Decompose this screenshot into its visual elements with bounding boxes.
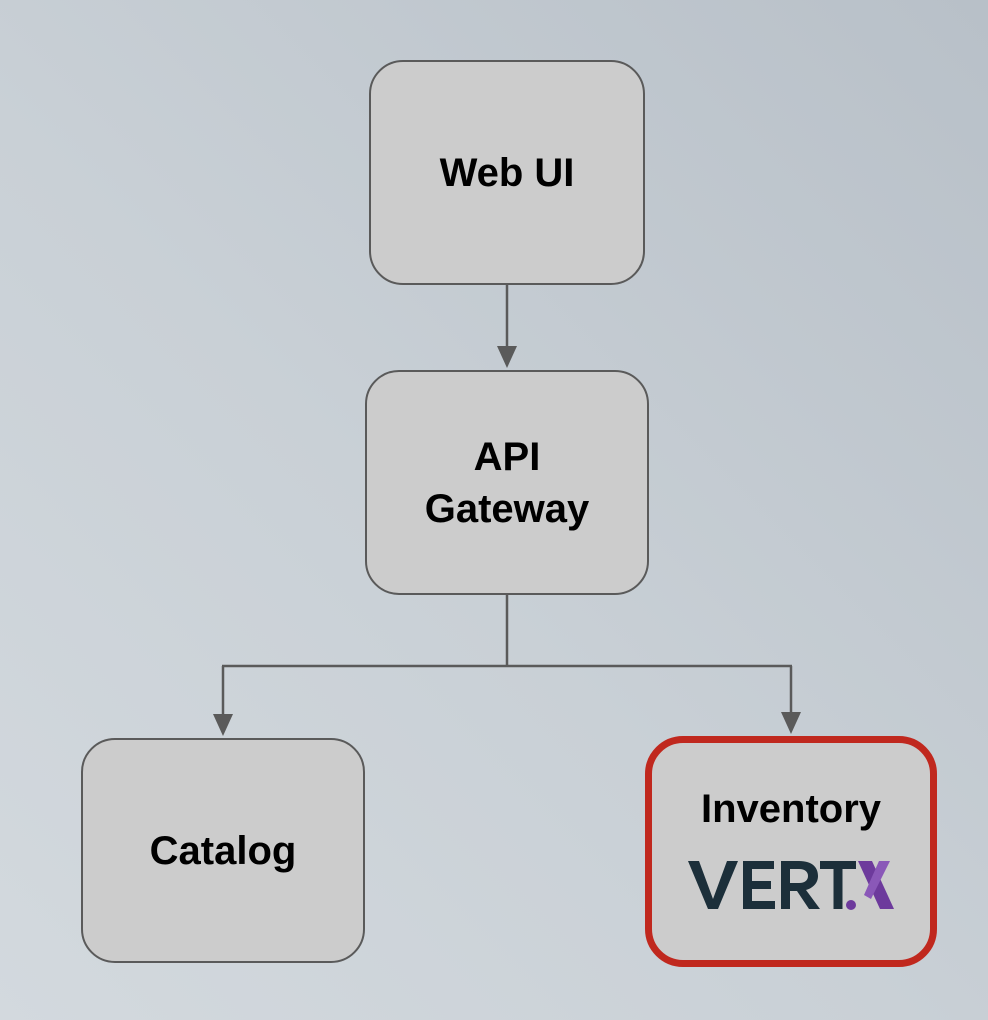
node-api-gateway[interactable]: API Gateway	[365, 370, 649, 595]
edge-webui-to-gateway	[497, 285, 517, 368]
node-api-gateway-label-line1: API	[473, 434, 541, 479]
arrowhead-icon	[213, 714, 233, 736]
node-web-ui-label: Web UI	[439, 150, 575, 195]
node-web-ui[interactable]: Web UI	[369, 60, 645, 285]
node-catalog-label: Catalog	[149, 828, 297, 873]
edge-gateway-branches	[222, 595, 792, 668]
node-catalog[interactable]: Catalog	[81, 738, 365, 963]
edge-gateway-to-inventory	[781, 666, 801, 734]
node-inventory-label: Inventory	[700, 787, 882, 831]
vertx-logo-icon	[688, 861, 894, 910]
edge-gateway-to-catalog	[213, 666, 233, 736]
arrowhead-icon	[497, 346, 517, 368]
node-inventory[interactable]: Inventory	[645, 736, 937, 967]
arrowhead-icon	[781, 712, 801, 734]
node-api-gateway-label-line2: Gateway	[424, 486, 590, 531]
